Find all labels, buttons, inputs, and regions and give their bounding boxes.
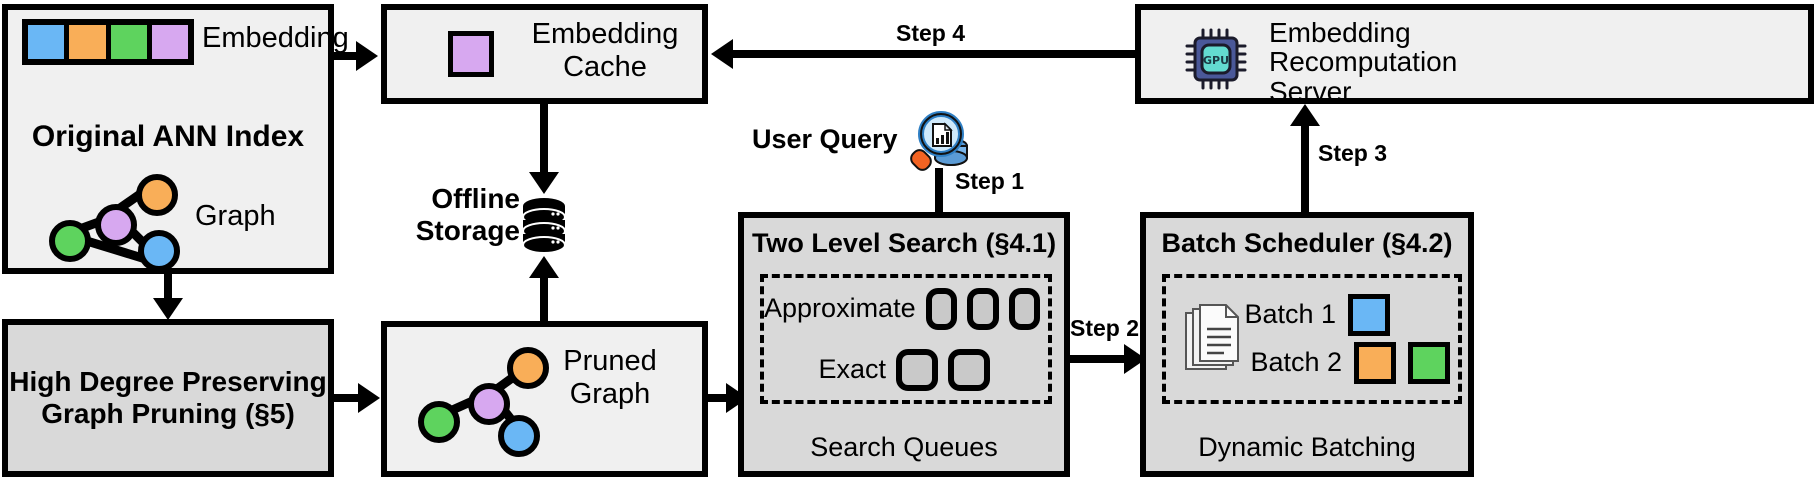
exact-queue-cell [948,349,990,391]
dynamic-batching-footer: Dynamic Batching [1198,431,1416,462]
graph-node-blue [138,230,180,272]
graph-label: Graph [195,200,276,232]
arrow-index-to-cache-line [334,52,358,60]
batch-scheduler-title: Batch Scheduler (§4.2) [1161,228,1453,258]
arrow-pruned-to-storage-head [529,256,559,278]
arrow-index-to-pruning-head [153,298,183,320]
graph-node-green [49,220,91,262]
batch-2-label: Batch 2 [1250,347,1342,378]
embedding-strip [22,19,194,65]
arrow-step4-head [711,39,733,69]
arrow-step3-head [1290,104,1320,126]
graph-pruning-box: High Degree Preserving Graph Pruning (§5… [2,319,334,477]
arrow-step4-line [733,50,1135,58]
recomputation-server-label: Embedding Recomputation Server [1269,17,1458,107]
arrow-pruning-to-pruned-head [358,383,380,413]
batch-2-chip-green [1408,342,1450,384]
arrow-step3-line [1301,125,1309,213]
embedding-cell-orange [69,25,111,59]
arrow-pruned-to-storage-line [540,278,548,324]
arrow-index-to-cache-head [356,41,378,71]
pruned-graph-glyph [410,343,550,457]
svg-text:GPU: GPU [1203,54,1229,67]
magnifier-database-icon [910,111,968,171]
pruned-node-orange [507,347,549,389]
approximate-queue-cell [967,288,999,330]
approximate-queue-cell [1008,288,1040,330]
recomputation-server-box: GPU Embedding Recomputation Server [1135,4,1814,107]
pruned-graph-label: Pruned Graph [563,345,657,411]
arrow-step1-line [935,168,943,214]
approximate-queue-cell [925,288,958,330]
arrow-pruning-to-pruned-line [334,394,362,402]
step3-label: Step 3 [1318,140,1388,166]
batch-2-chip-orange [1354,342,1396,384]
embedding-cell-green [110,25,152,59]
embedding-cell-purple [151,25,188,59]
embedding-cache-box [381,4,708,104]
dynamic-batching-region: Batch 1 Batch 2 [1162,274,1462,404]
exact-queue-cell [896,349,938,391]
step4-label: Step 4 [896,20,966,46]
pruned-node-purple [468,383,510,425]
arrow-index-to-pruning-line [164,274,172,300]
graph-node-purple [95,204,137,246]
pruned-node-blue [498,415,540,457]
graph-pruning-label: High Degree Preserving Graph Pruning (§5… [9,365,327,429]
embedding-cache-label: Embedding Cache [531,18,679,84]
search-queues-footer: Search Queues [810,431,998,462]
documents-stack-icon [1185,304,1239,370]
database-stack-icon [522,198,566,254]
arrow-step2-line [1070,355,1128,363]
batch-1-chip-blue [1348,294,1390,336]
pruned-node-green [418,401,460,443]
embedding-label: Embedding [202,22,349,54]
pruned-graph-box [381,321,708,477]
step1-label: Step 1 [955,168,1025,194]
batch-row: Batch 1 [1242,294,1450,336]
arrow-pruned-to-search-line [708,394,730,402]
step2-label: Step 2 [1070,315,1140,341]
batch-1-label: Batch 1 [1244,299,1336,330]
exact-label: Exact [818,354,886,385]
user-query-label: User Query [752,124,898,154]
embedding-cache-chip [448,31,494,77]
original-graph-glyph [40,168,190,272]
offline-storage-label: Offline Storage [415,183,520,247]
two-level-search-box: Two Level Search (§4.1) Approximate Exac… [738,212,1070,477]
two-level-search-title: Two Level Search (§4.1) [751,228,1057,258]
arrow-cache-to-storage-line [540,104,548,174]
approximate-label: Approximate [764,293,916,324]
gpu-chip-icon: GPU [1185,28,1247,90]
original-ann-index-title: Original ANN Index [31,120,305,153]
arrow-cache-to-storage-head [529,172,559,194]
embedding-cell-blue [28,25,70,59]
batch-scheduler-box: Batch Scheduler (§4.2) Batch 1 [1140,212,1474,477]
batch-row: Batch 2 [1242,342,1450,384]
search-queues-region: Approximate Exact [760,274,1052,404]
graph-node-orange [136,174,178,216]
